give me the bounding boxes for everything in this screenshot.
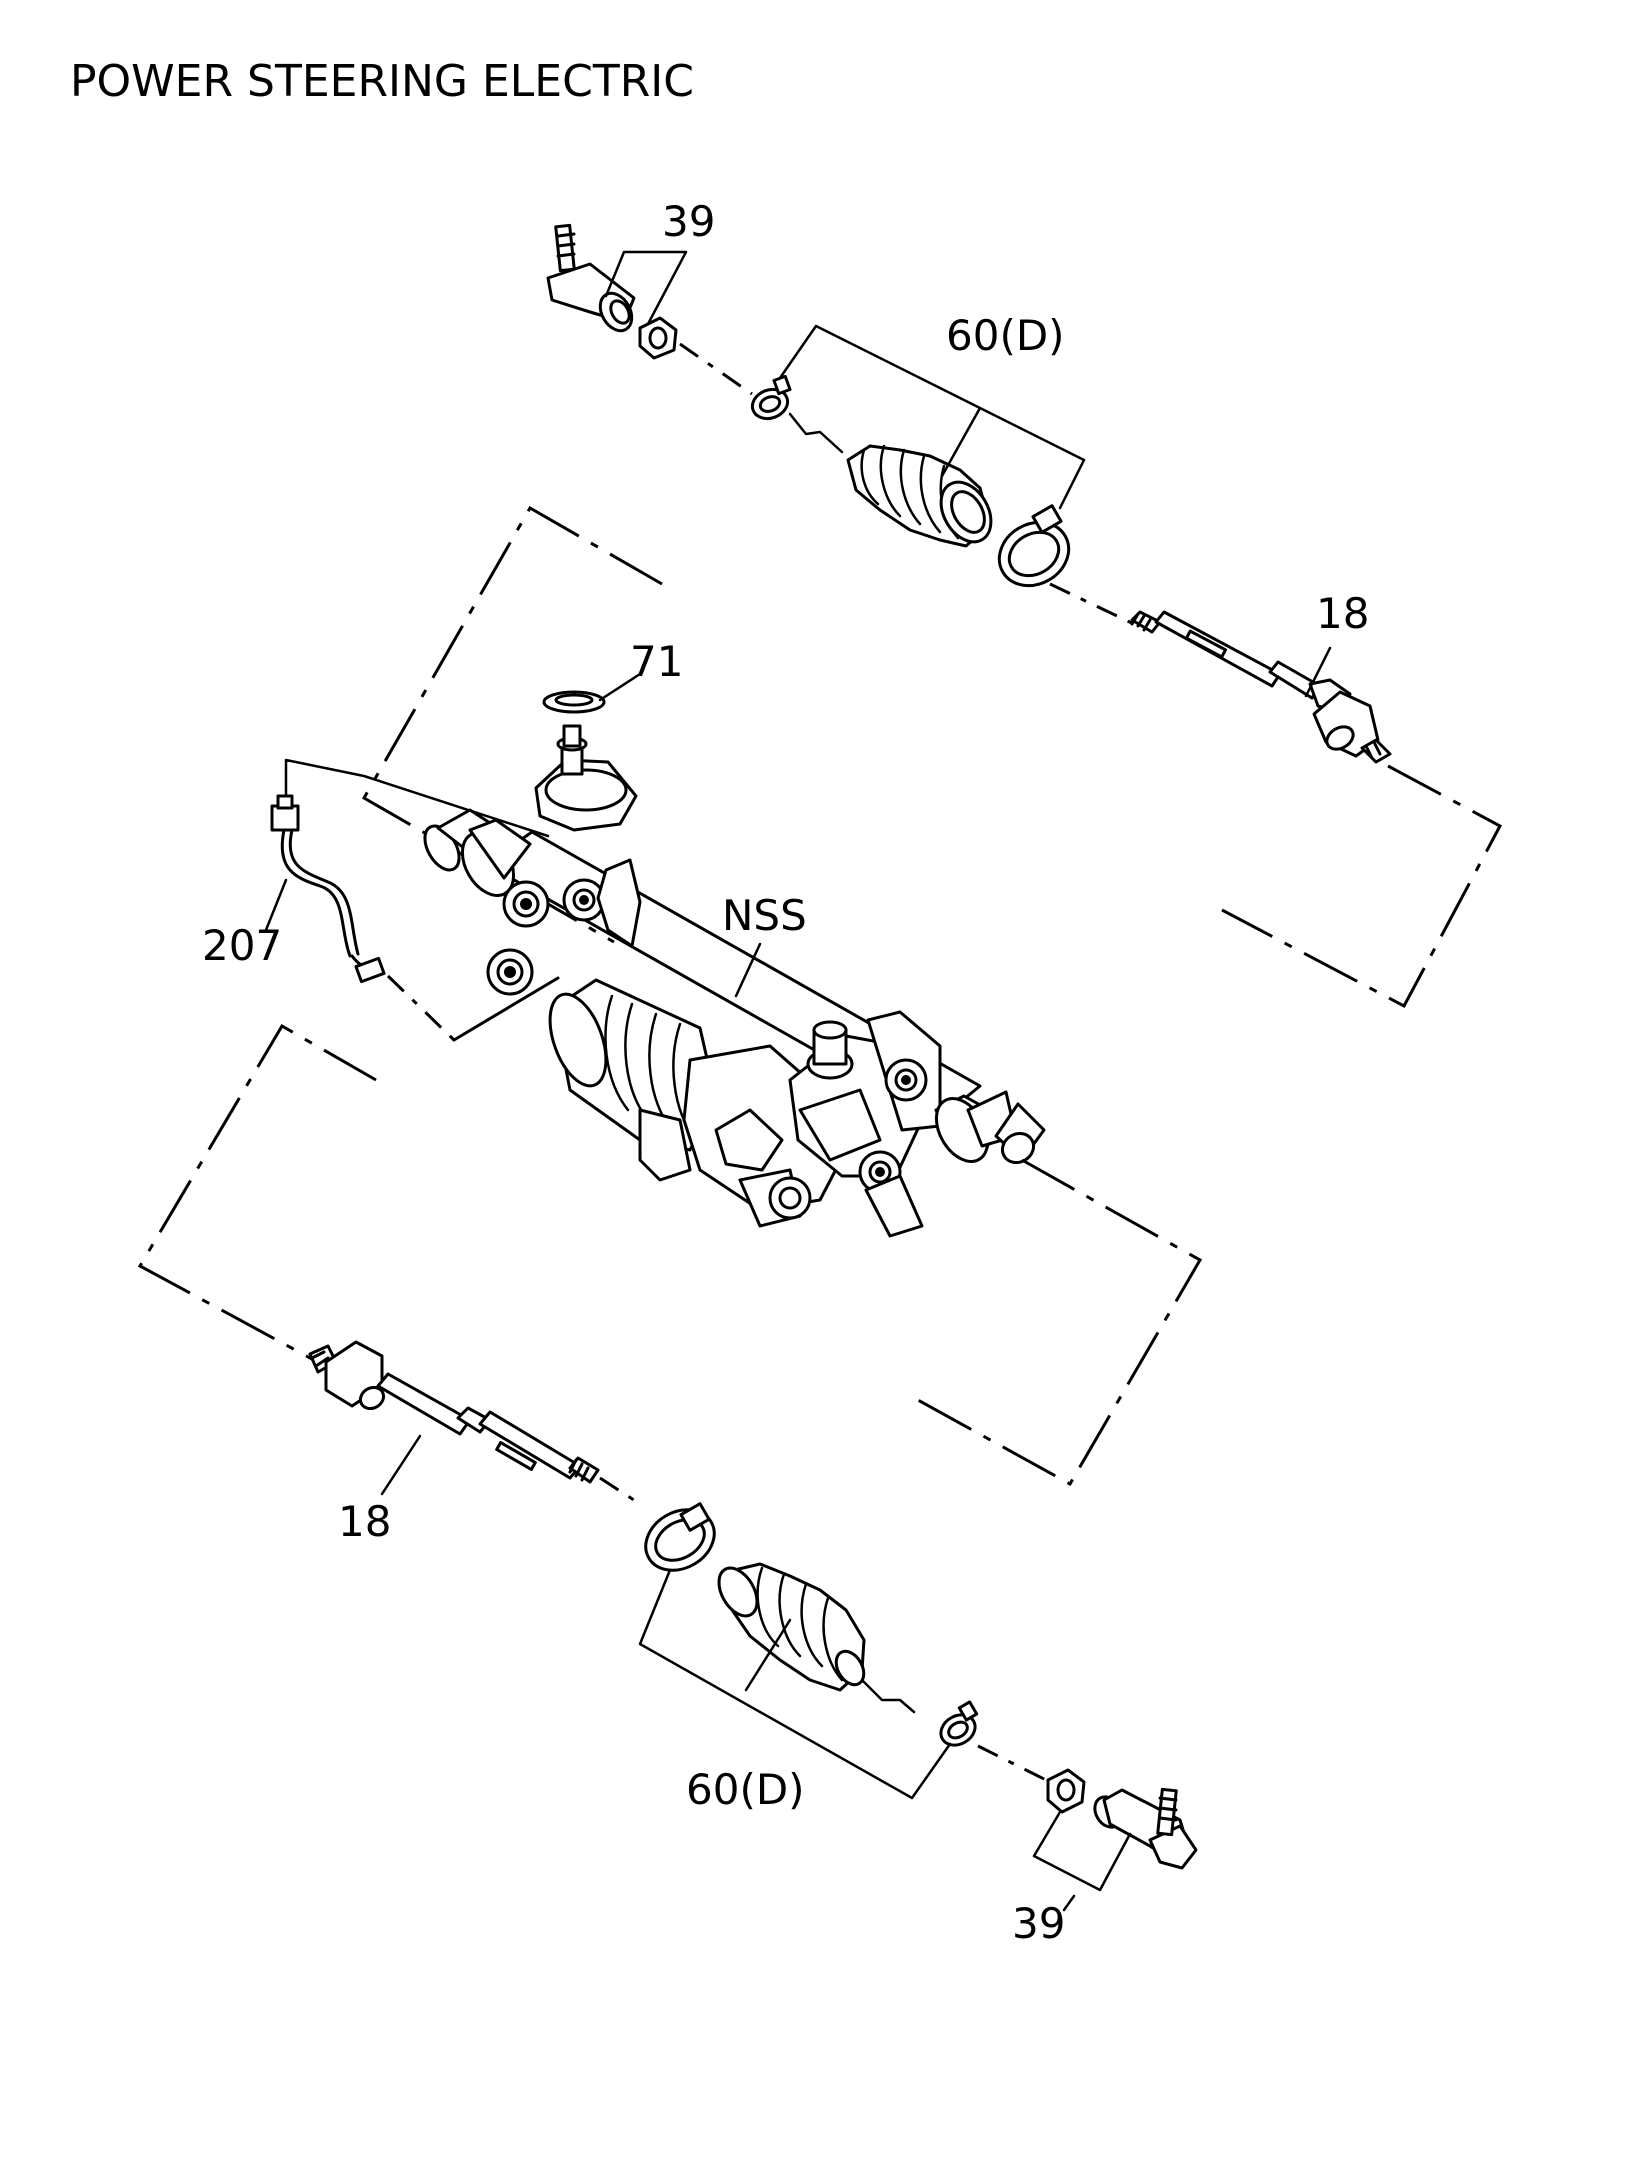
boot-clamp-large-bottom[interactable] — [635, 1498, 725, 1582]
diagram-title: POWER STEERING ELECTRIC — [70, 56, 694, 107]
tie-rod-end-bottom[interactable] — [1090, 1787, 1198, 1870]
leader-boot-bottom — [860, 1678, 916, 1714]
assembly-line-top-3 — [1221, 764, 1503, 1009]
inner-tie-rod-bottom[interactable] — [308, 1340, 600, 1484]
boot-bellows-bottom[interactable] — [711, 1561, 869, 1692]
nut-bottom[interactable] — [1046, 1768, 1086, 1814]
callout-39-top: 39 — [604, 197, 715, 326]
callout-39-bottom: 39 — [1012, 1810, 1132, 1948]
assembly-line-bottom-1 — [599, 1476, 641, 1506]
steering-gear-assembly[interactable] — [418, 724, 1046, 1238]
assembly-line-harness — [386, 974, 456, 1042]
callout-207: 207 — [202, 878, 288, 970]
leader-harness-sensor — [284, 758, 550, 838]
label-60d-top: 60(D) — [946, 311, 1065, 360]
assembly-line-lower-left — [137, 1023, 377, 1374]
boot-clamp-small-bottom[interactable] — [935, 1700, 980, 1751]
tie-rod-end-top[interactable] — [546, 223, 638, 336]
boot-clamp-small-top[interactable] — [748, 374, 792, 423]
callout-nss: NSS — [722, 891, 807, 998]
label-207: 207 — [202, 921, 282, 970]
label-18-bottom: 18 — [338, 1497, 391, 1546]
assembly-line-top-1 — [679, 342, 753, 396]
label-71: 71 — [630, 637, 683, 686]
boot-clamp-large-top[interactable] — [988, 504, 1080, 598]
assembly-line-bottom-2 — [977, 1744, 1047, 1782]
label-39-top: 39 — [662, 197, 715, 246]
assembly-line-harness-2 — [452, 976, 560, 1042]
label-nss: NSS — [722, 891, 807, 940]
callout-18-bottom: 18 — [338, 1434, 422, 1546]
label-39-bottom: 39 — [1012, 1899, 1065, 1948]
callout-60d-top: 60(D) — [778, 311, 1086, 510]
label-60d-bottom: 60(D) — [686, 1765, 805, 1814]
assembly-line-right — [917, 1158, 1203, 1487]
label-18-top: 18 — [1316, 589, 1369, 638]
nut-top[interactable] — [638, 316, 678, 360]
callout-60d-bottom: 60(D) — [638, 1568, 952, 1814]
leader-boot-top — [788, 412, 844, 454]
o-ring[interactable] — [542, 690, 606, 714]
assembly-line-top-2 — [1049, 582, 1139, 628]
boot-bellows-top[interactable] — [846, 444, 1001, 551]
callout-71: 71 — [598, 637, 683, 702]
callout-18-top: 18 — [1304, 589, 1369, 698]
inner-tie-rod-top[interactable] — [1130, 610, 1392, 764]
harness-connector[interactable] — [270, 794, 386, 984]
